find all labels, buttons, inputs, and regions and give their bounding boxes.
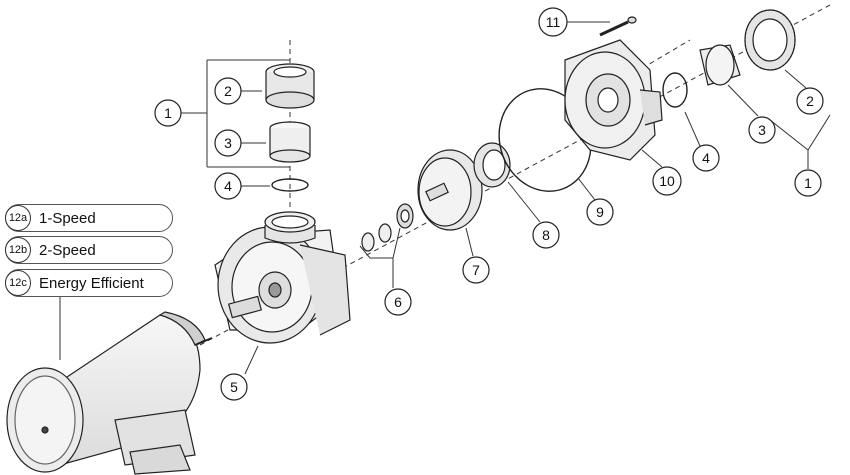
callout-3-left-text: 3 [224,135,232,151]
union-parts-left [265,63,315,192]
callout-7-text: 7 [472,262,480,278]
callout-3-right-text: 3 [758,122,766,138]
o-ring-right [662,72,688,108]
callout-4-right [692,144,720,172]
callout-5-text: 5 [230,379,238,395]
callout-2-right [796,87,824,115]
callout-3-right [748,116,776,144]
callout-2-right-text: 2 [806,93,814,109]
callout-1-left-text: 1 [164,105,172,121]
callout-10-text: 10 [659,173,675,189]
motor-option-energy-efficient: 12c Energy Efficient [5,269,173,297]
motor-option-label: 2-Speed [39,241,96,259]
callout-1-right-text: 1 [804,175,812,191]
o-ring-left [271,178,309,192]
callout-5 [220,373,248,401]
motor-option-2-speed: 12b 2-Speed [5,236,173,264]
screw [599,16,637,37]
callout-1-right [794,169,822,197]
callout-4-left-text: 4 [224,178,232,194]
callout-4-left [214,172,242,200]
diffuser [473,142,511,188]
shaft-seal [361,203,414,252]
motor-option-1-speed: 12a 1-Speed [5,204,173,232]
callout-11-text: 11 [546,14,561,30]
callout-11 [538,7,568,37]
pump-housing [214,211,351,344]
callout-3-left [214,129,242,157]
leader-lines [59,21,831,375]
volute-cover [564,39,663,161]
callout-8-text: 8 [542,227,550,243]
callout-6-text: 6 [394,294,402,310]
motor [6,311,213,475]
callout-9 [586,198,614,226]
motor-option-label: Energy Efficient [39,274,144,292]
union-parts-right [662,9,796,108]
callout-2-left-text: 2 [224,83,232,99]
motor-option-label: 1-Speed [39,209,96,227]
callouts [154,7,824,401]
callout-labels: 1 2 3 4 5 6 7 8 9 10 11 2 3 4 1 [164,14,814,395]
callout-8 [532,221,560,249]
callout-10 [652,166,682,196]
callout-6 [384,288,412,316]
callout-1-left [154,99,182,127]
callout-7 [462,256,490,284]
impeller [417,149,483,231]
motor-option-code: 12c [5,270,31,296]
callout-2-left [214,77,242,105]
motor-option-code: 12b [5,237,31,263]
callout-9-text: 9 [596,204,604,220]
callout-4-right-text: 4 [702,150,710,166]
motor-option-code: 12a [5,205,31,231]
